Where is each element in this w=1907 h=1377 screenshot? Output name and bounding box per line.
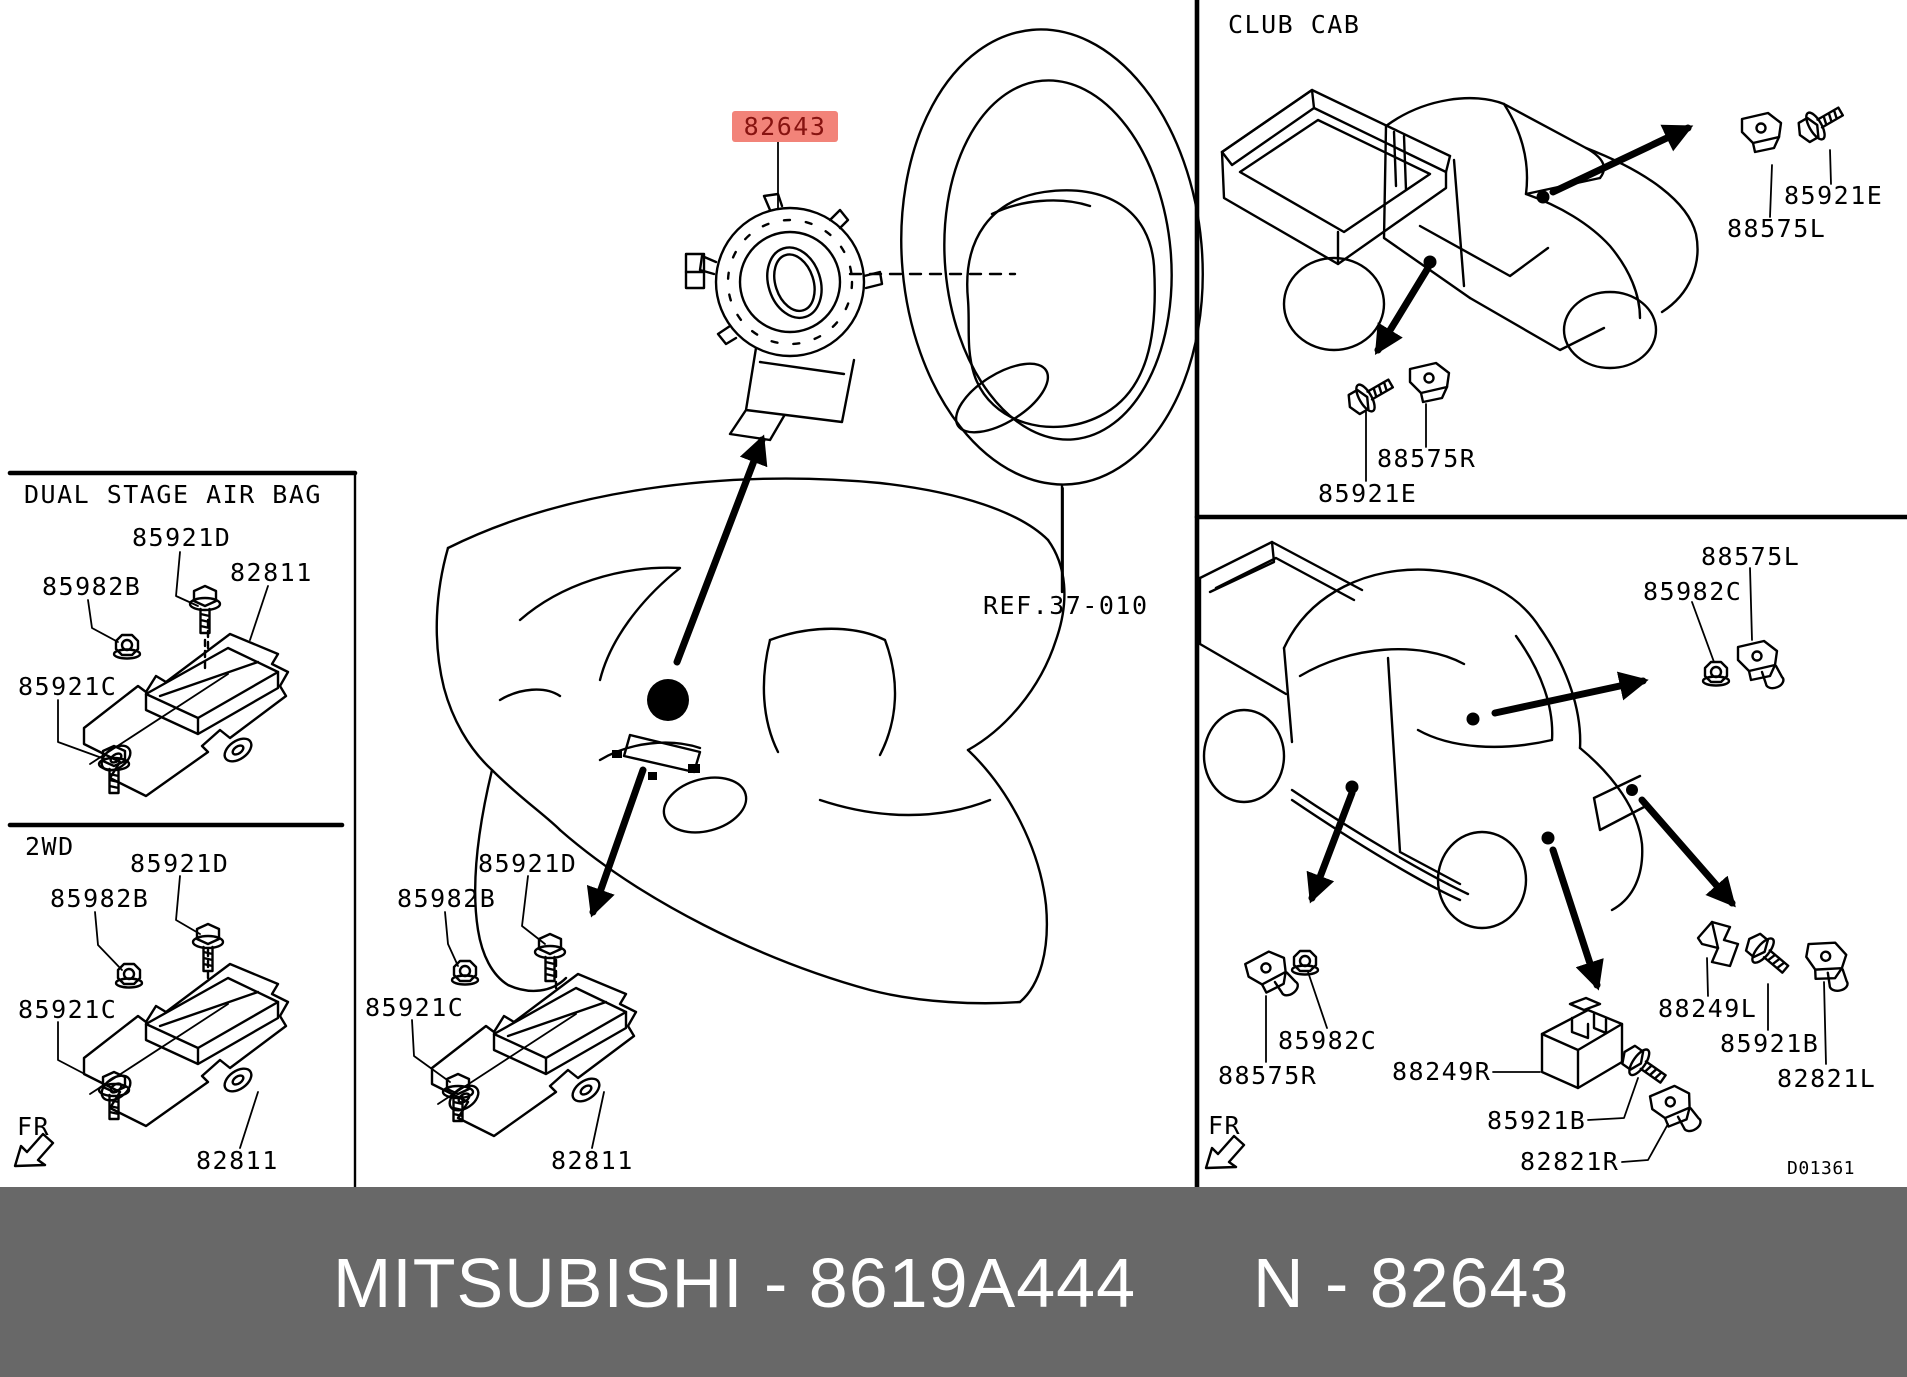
label-twd-title: 2WD <box>25 832 75 861</box>
dual-stage-ecu-drawing <box>57 551 290 798</box>
part-label-rb2-82821r[interactable]: 82821R <box>1520 1147 1620 1176</box>
part-label-mid-85982b[interactable]: 85982B <box>397 884 497 913</box>
part-label-dual-82811[interactable]: 82811 <box>230 558 313 587</box>
dashboard-drawing <box>435 477 1066 1005</box>
part-label-dual-85921c[interactable]: 85921C <box>18 672 118 701</box>
panel-dividers <box>7 0 1907 1190</box>
part-label-rb-85921b-right[interactable]: 85921B <box>1720 1029 1820 1058</box>
part-label-twd-85921d[interactable]: 85921D <box>130 849 230 878</box>
part-label-mid-82811[interactable]: 82811 <box>551 1146 634 1175</box>
part-label-rb-82821l[interactable]: 82821L <box>1777 1064 1877 1093</box>
part-label-rt-88575l[interactable]: 88575L <box>1727 214 1827 243</box>
part-label-rb-88249l[interactable]: 88249L <box>1658 994 1758 1023</box>
part-label-rm-88575r[interactable]: 88575R <box>1377 444 1477 473</box>
steering-wheel-drawing <box>848 28 1204 594</box>
part-label-dual-85921d[interactable]: 85921D <box>132 523 232 552</box>
highlighted-part-callout[interactable]: 82643 <box>732 111 838 142</box>
label-fr-left: FR <box>17 1112 51 1141</box>
part-label-rm-85921e[interactable]: 85921E <box>1318 479 1418 508</box>
label-fr-right: FR <box>1208 1111 1242 1140</box>
part-label-mid-85921d[interactable]: 85921D <box>478 849 578 878</box>
part-label-rb-85982c[interactable]: 85982C <box>1643 577 1743 606</box>
clock-spring-drawing <box>684 141 884 442</box>
part-label-rt-85921e[interactable]: 85921E <box>1784 181 1884 210</box>
label-dual-stage-title: DUAL STAGE AIR BAG <box>24 480 322 509</box>
label-d01361: D01361 <box>1787 1158 1856 1179</box>
label-club-cab-title: CLUB CAB <box>1228 10 1361 39</box>
part-label-mid-85921c[interactable]: 85921C <box>365 993 465 1022</box>
double-cab-truck-drawing <box>1198 540 1736 1170</box>
part-label-rb2-85921b[interactable]: 85921B <box>1487 1106 1587 1135</box>
part-label-twd-82811[interactable]: 82811 <box>196 1146 279 1175</box>
part-label-rb2-85982c[interactable]: 85982C <box>1278 1026 1378 1055</box>
club-cab-truck-drawing <box>1220 88 1699 370</box>
part-label-twd-85921c[interactable]: 85921C <box>18 995 118 1024</box>
part-label-rb-88249r[interactable]: 88249R <box>1392 1057 1492 1086</box>
part-label-twd-85982b[interactable]: 85982B <box>50 884 150 913</box>
middle-ecu-drawing <box>411 875 638 1149</box>
club-cab-parts <box>1341 97 1850 482</box>
double-cab-parts <box>1244 567 1855 1163</box>
footer-bar: MITSUBISHI - 8619A444 N - 82643 <box>0 1187 1907 1377</box>
part-label-rb-88575l[interactable]: 88575L <box>1701 542 1801 571</box>
footer-brand-part-number: MITSUBISHI - 8619A444 <box>333 1244 1136 1322</box>
part-label-rb2-88575r[interactable]: 88575R <box>1218 1061 1318 1090</box>
pointer-arrows-middle <box>586 434 768 918</box>
label-ref-37-010[interactable]: REF.37-010 <box>983 591 1149 620</box>
footer-reference-number: N - 82643 <box>1253 1244 1570 1322</box>
twd-ecu-drawing <box>13 875 290 1168</box>
part-label-dual-85982b[interactable]: 85982B <box>42 572 142 601</box>
